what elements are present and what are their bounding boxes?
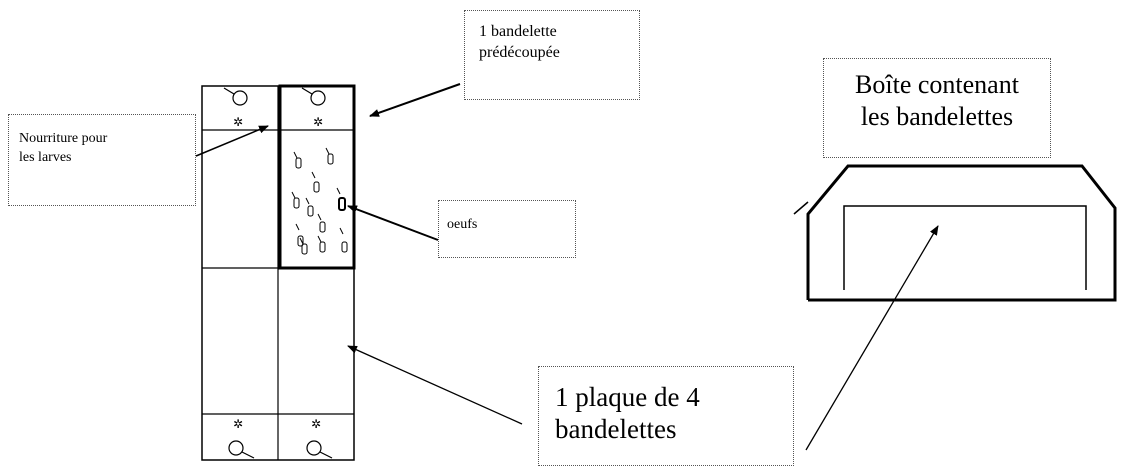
circle-with-tail-icon: [301, 87, 326, 106]
label-line: 1 plaque de 4: [555, 382, 700, 412]
circle-with-tail-icon: [223, 87, 248, 106]
label-oeufs: oeufs: [438, 200, 576, 258]
bandelette-predecoupee: [278, 84, 356, 270]
star-food-icon: ✲: [311, 417, 321, 431]
arrow-icon: [805, 225, 939, 451]
label-line: oeufs: [447, 217, 478, 232]
circle-with-tail-icon: [306, 440, 333, 459]
label-line: bandelettes: [555, 414, 677, 444]
label-line: 1 bandelette: [479, 23, 557, 40]
circle-with-tail-icon: [228, 440, 255, 459]
eggs-group: [291, 147, 348, 255]
egg-icon: [336, 187, 346, 211]
label-boite: Boîte contenant les bandelettes: [823, 58, 1051, 158]
egg-icon: [317, 213, 326, 233]
arrow-icon: [347, 205, 439, 241]
arrow-icon: [195, 125, 269, 157]
label-bandelette-predecoupee: 1 bandelette prédécoupée: [464, 10, 640, 100]
label-line: les bandelettes: [860, 102, 1014, 131]
star-food-icon: ✲: [233, 115, 243, 129]
egg-icon: [295, 223, 304, 247]
egg-icon: [299, 237, 308, 255]
egg-icon: [317, 235, 326, 253]
label-line: Nourriture pour: [19, 131, 108, 146]
star-food-icon: ✲: [313, 115, 323, 129]
label-line: Boîte contenant: [855, 70, 1019, 99]
label-nourriture-larves: Nourriture pour les larves: [8, 114, 196, 206]
egg-icon: [305, 197, 314, 217]
arrow-icon: [347, 345, 523, 425]
egg-icon: [311, 171, 320, 193]
egg-icon: [325, 147, 334, 165]
egg-icon: [339, 227, 348, 253]
egg-icon: [291, 191, 300, 209]
label-line: prédécoupée: [479, 44, 560, 61]
boite-container: [793, 164, 1117, 302]
label-plaque: 1 plaque de 4 bandelettes: [538, 366, 794, 466]
label-line: les larves: [19, 150, 72, 165]
egg-icon: [293, 151, 302, 169]
star-food-icon: ✲: [233, 417, 243, 431]
arrow-icon: [369, 83, 461, 117]
plaque-de-4-bandelettes: [201, 85, 355, 461]
